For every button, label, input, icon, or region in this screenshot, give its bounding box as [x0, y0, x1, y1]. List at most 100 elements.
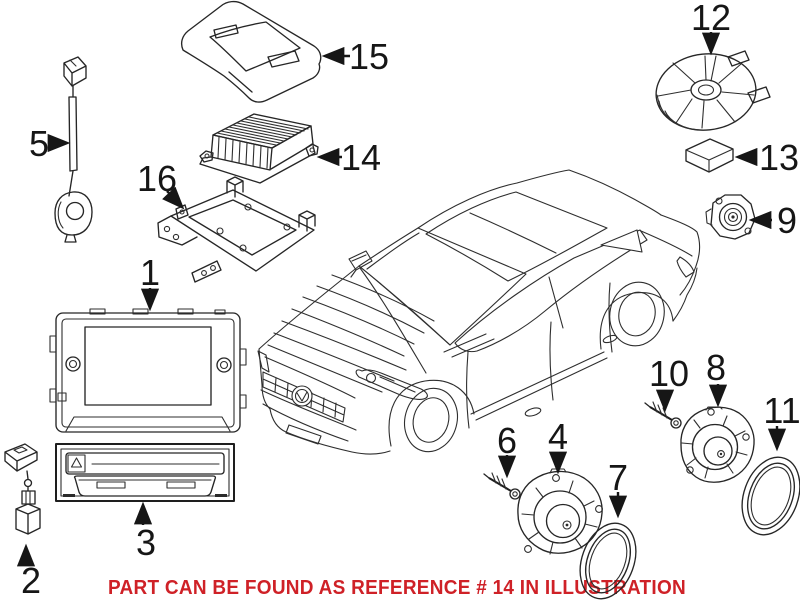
- line-art-shape: [309, 147, 315, 153]
- line-art-shape: [188, 199, 297, 256]
- callout-arrows: [16, 32, 787, 567]
- line-art-shape: [298, 210, 316, 232]
- line-art-shape: [379, 376, 416, 393]
- line-art-shape: [281, 320, 407, 371]
- line-art-shape: [676, 256, 695, 278]
- callout-2-label: 2: [21, 560, 41, 601]
- line-art-shape: [483, 473, 490, 479]
- line-art-shape: [680, 406, 755, 483]
- line-art-shape: [70, 457, 83, 468]
- line-art-shape: [283, 223, 291, 231]
- line-art-shape: [291, 385, 313, 407]
- line-art-shape: [64, 234, 77, 243]
- line-art-shape: [226, 176, 244, 198]
- line-art-shape: [217, 136, 269, 169]
- line-art-shape: [191, 260, 222, 283]
- line-art-shape: [68, 359, 78, 369]
- line-art-shape: [49, 335, 57, 353]
- line-art-shape: [65, 416, 231, 432]
- line-art-shape: [239, 348, 247, 366]
- line-art-shape: [719, 452, 723, 456]
- line-art-shape: [258, 348, 391, 455]
- line-art-shape: [15, 503, 41, 535]
- line-art-shape: [404, 387, 458, 453]
- line-art-shape: [727, 211, 739, 223]
- line-art-shape: [562, 520, 572, 530]
- line-art-shape: [216, 116, 309, 146]
- line-art-shape: [579, 522, 637, 600]
- line-art-shape: [239, 394, 247, 409]
- line-art-shape: [595, 505, 603, 513]
- line-art-shape: [673, 420, 679, 426]
- line-art-shape: [517, 470, 603, 554]
- line-art-shape: [509, 488, 521, 500]
- line-art-shape: [491, 472, 507, 490]
- line-art-shape: [132, 308, 149, 315]
- line-art-shape: [49, 388, 57, 403]
- line-art-shape: [618, 291, 656, 337]
- line-art-shape: [747, 462, 795, 530]
- line-art-shape: [331, 274, 435, 322]
- part-13-module-drawing: [685, 138, 734, 173]
- line-art-shape: [723, 207, 743, 227]
- callout-10-label: 10: [649, 353, 689, 394]
- line-art-shape: [565, 523, 569, 527]
- line-art-shape: [267, 344, 383, 393]
- line-art-shape: [388, 379, 475, 447]
- line-art-shape: [267, 50, 300, 68]
- line-art-shape: [715, 197, 723, 205]
- line-art-shape: [68, 170, 74, 197]
- line-art-shape: [55, 312, 241, 433]
- line-art-shape: [359, 267, 427, 374]
- line-art-shape: [65, 201, 85, 221]
- line-art-shape: [296, 391, 308, 402]
- line-art-shape: [214, 309, 226, 315]
- line-art-shape: [199, 145, 316, 184]
- line-art-shape: [417, 169, 662, 229]
- part-8-speaker-drawing: [680, 406, 755, 483]
- line-art-shape: [264, 356, 356, 399]
- callout-labels: 1 2 3 4 5 6 7 8 9 10 11 12 13 14 15 16: [21, 0, 800, 601]
- line-art-shape: [656, 94, 701, 131]
- line-art-shape: [13, 446, 28, 454]
- line-art-shape: [548, 276, 564, 329]
- line-art-shape: [291, 308, 405, 357]
- line-art-shape: [26, 470, 29, 480]
- part-4-speaker-drawing: [517, 468, 603, 555]
- part-2-connector-cable-drawing: [4, 443, 41, 535]
- line-art-shape: [640, 230, 693, 257]
- callout-6-label: 6: [497, 420, 517, 461]
- line-art-shape: [412, 397, 450, 443]
- part-9-tweeter-drawing: [705, 194, 756, 240]
- line-art-shape: [63, 494, 75, 497]
- line-art-shape: [609, 281, 665, 347]
- line-art-shape: [742, 433, 750, 441]
- line-art-shape: [470, 351, 608, 421]
- line-art-shape: [228, 71, 253, 93]
- callout-16-arrow: [162, 186, 185, 210]
- line-art-shape: [166, 481, 196, 489]
- line-art-shape: [177, 308, 194, 315]
- part-1-display-unit-drawing: [49, 308, 247, 433]
- callout-8-label: 8: [706, 347, 726, 388]
- line-art-shape: [588, 532, 628, 590]
- line-art-shape: [57, 201, 64, 229]
- reference-note: PART CAN BE FOUND AS REFERENCE # 14 IN I…: [108, 576, 686, 599]
- part-10-screw-drawing: [644, 401, 682, 429]
- line-art-shape: [707, 408, 715, 416]
- line-art-shape: [691, 423, 739, 471]
- line-art-shape: [270, 125, 314, 170]
- line-art-shape: [545, 503, 581, 539]
- car-illustration: [257, 169, 701, 455]
- line-art-shape: [210, 265, 216, 271]
- callout-3-label: 3: [136, 522, 156, 563]
- line-art-shape: [210, 134, 273, 171]
- callout-15-label: 15: [349, 36, 389, 77]
- line-art-shape: [60, 448, 230, 497]
- callout-1-label: 1: [140, 252, 160, 293]
- line-art-shape: [731, 215, 735, 219]
- line-art-shape: [644, 402, 651, 408]
- line-art-shape: [69, 59, 77, 67]
- line-art-shape: [204, 153, 210, 159]
